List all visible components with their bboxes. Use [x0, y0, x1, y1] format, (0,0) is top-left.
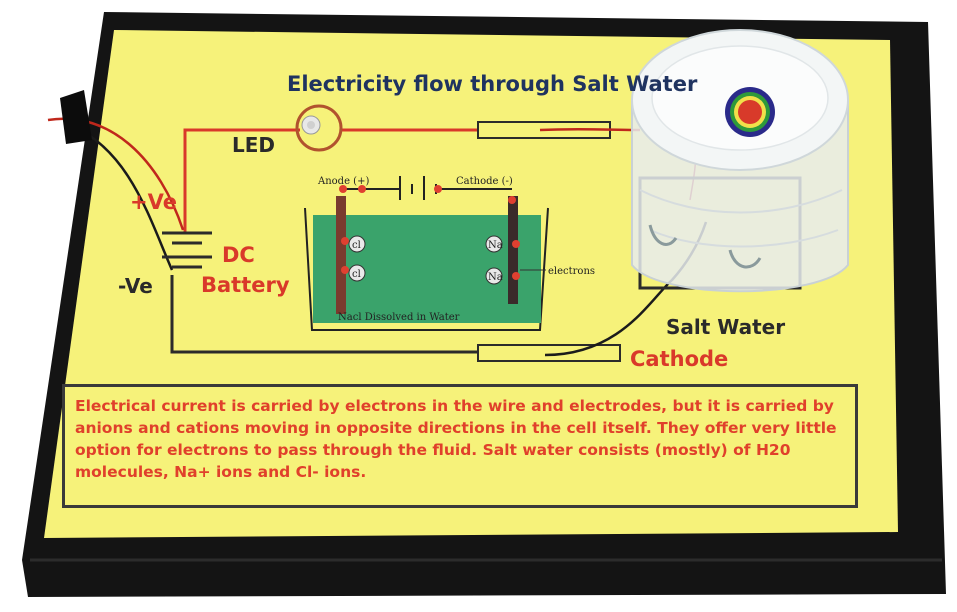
bottom-connector — [477, 344, 621, 362]
ion-label-2: cl — [352, 269, 361, 280]
tank-outline — [304, 207, 549, 331]
ion-label-3: Na — [488, 240, 503, 251]
cathode-label: Cathode — [630, 347, 728, 371]
negative-label: -Ve — [118, 274, 153, 298]
cathode-rod — [508, 196, 518, 304]
anode-rod — [336, 196, 346, 314]
ion-label-1: cl — [352, 240, 361, 251]
cathode-diagram-label: Cathode (-) — [456, 176, 513, 187]
tank-caption: Nacl Dissolved in Water — [338, 312, 460, 323]
explanation-note: Electrical current is carried by electro… — [62, 384, 858, 508]
electrolysis-diagram: cl cl Na Na Anode (+) Cathode (-) electr… — [304, 176, 595, 331]
led-component — [295, 104, 343, 152]
positive-label: +Ve — [130, 190, 177, 214]
electrons-label: electrons — [548, 266, 595, 277]
salt-water-label: Salt Water — [666, 315, 785, 339]
battery-label: Battery — [201, 273, 290, 297]
battery-symbol — [162, 231, 212, 269]
circuit-wires — [170, 128, 478, 354]
connection-dots — [339, 185, 520, 280]
dc-label: DC — [222, 243, 255, 267]
explanation-text: Electrical current is carried by electro… — [75, 397, 837, 481]
jar-logo — [725, 87, 775, 137]
side-cable-clip — [60, 90, 92, 144]
led-label: LED — [232, 133, 275, 157]
ion-circles — [348, 235, 503, 285]
ion-label-4: Na — [488, 272, 503, 283]
anode-label: Anode (+) — [317, 176, 369, 187]
board-title: Electricity flow through Salt Water — [287, 72, 698, 96]
salt-water-jar — [631, 29, 849, 293]
